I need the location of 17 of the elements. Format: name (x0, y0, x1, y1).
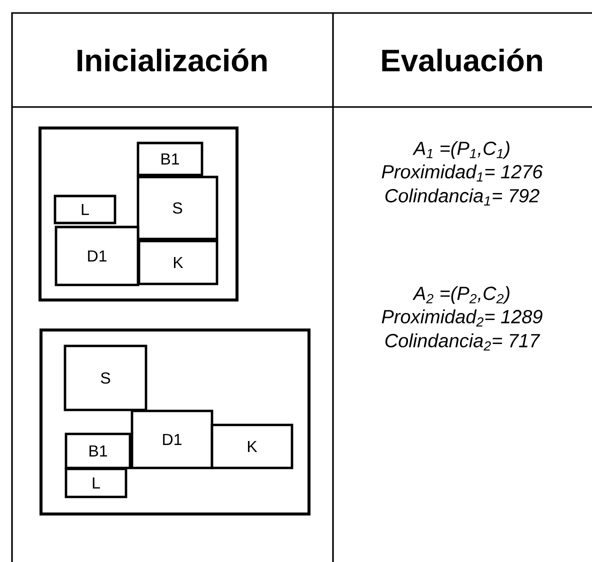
column-header: Evaluación (382, 48, 542, 72)
evaluation-text: Proximidad$_{2}$= 1289 (382, 309, 542, 327)
evaluation-text: Colindancia$_{2}$= 717 (385, 333, 540, 351)
evaluation-text: Proximidad$_{1}$= 1276 (382, 164, 543, 182)
evaluation-text: A$_{1}$ =(P$_{1}$,C$_{1}$) (412, 141, 510, 159)
column-header: Inicialización (78, 48, 267, 72)
room-box: K (210, 424, 294, 470)
room-box: B1 (136, 142, 204, 176)
room-box: L (54, 194, 116, 224)
room-box: S (64, 344, 148, 412)
evaluation-text: Colindancia$_{1}$= 792 (385, 188, 540, 206)
floor-plan-frame (38, 126, 238, 302)
evaluation-text: A$_{2}$ =(P$_{2}$,C$_{2}$) (412, 286, 510, 304)
floor-plan-frame (40, 328, 310, 516)
room-box: L (64, 468, 128, 498)
room-box: B1 (64, 432, 132, 470)
room-box: K (138, 240, 218, 286)
